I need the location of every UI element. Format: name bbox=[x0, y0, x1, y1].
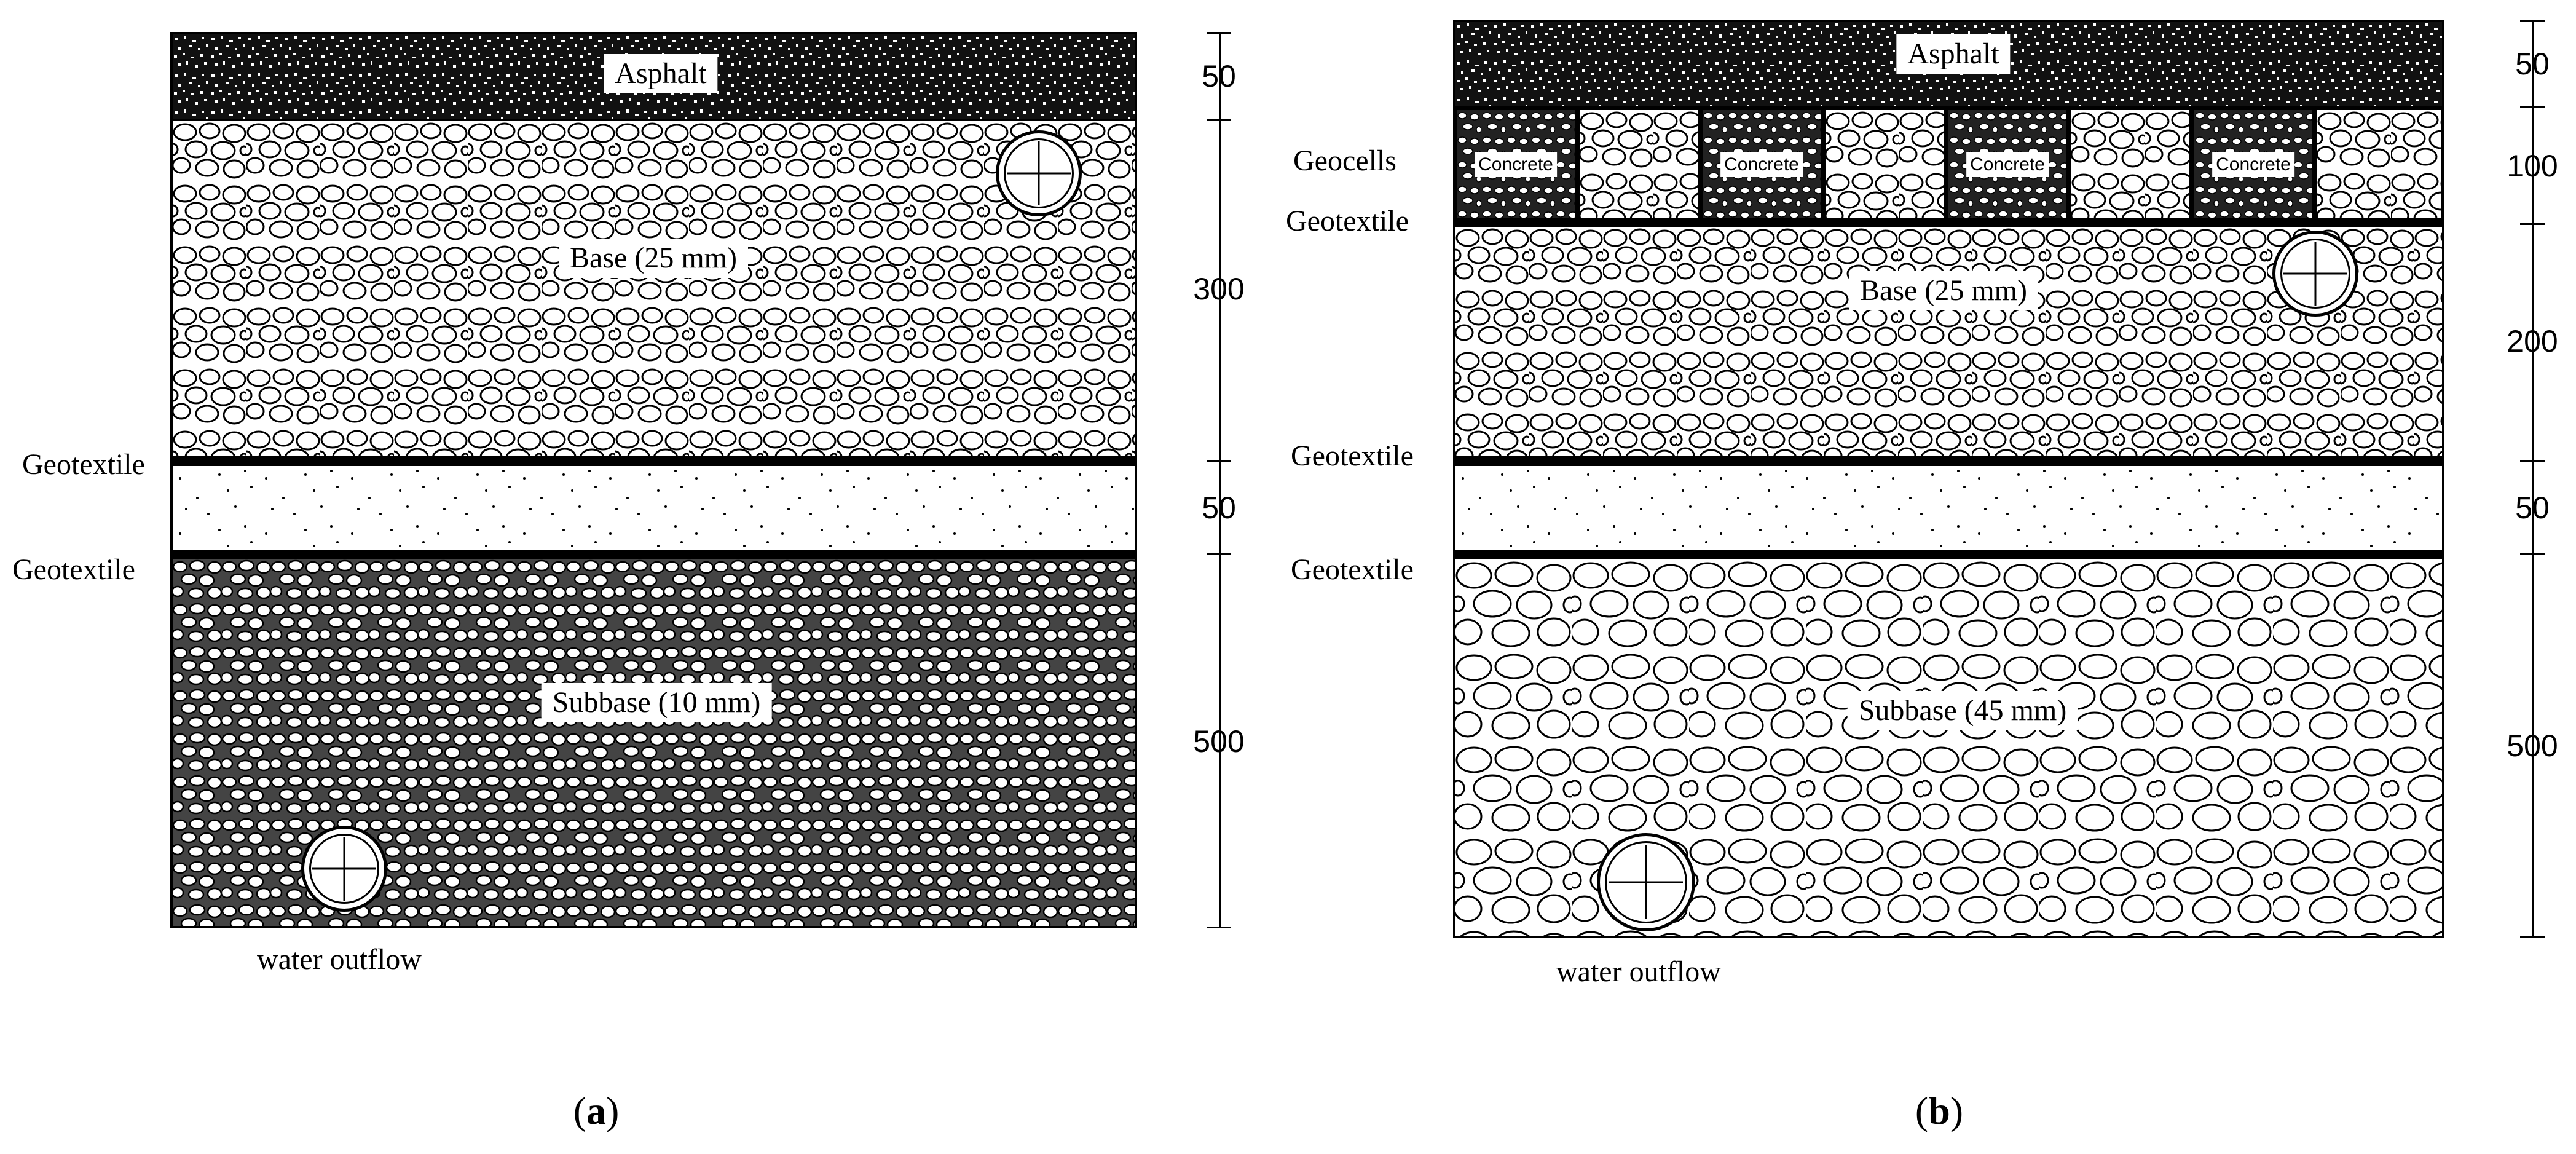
dimension-tick bbox=[2520, 223, 2545, 225]
base-label: Base (25 mm) bbox=[559, 239, 748, 278]
water-outflow-label: water outflow bbox=[1556, 955, 1721, 988]
concrete-label: Concrete bbox=[1720, 152, 1803, 177]
asphalt-label: Asphalt bbox=[1896, 34, 2011, 74]
geotextile-upper-label: Geotextile bbox=[1291, 440, 1414, 472]
base-label: Base (25 mm) bbox=[1849, 271, 2038, 310]
dimension-tick bbox=[1207, 32, 1231, 34]
dimension-base: 300 bbox=[1193, 272, 1245, 306]
aggregate-cell bbox=[2068, 106, 2193, 223]
caption-a: (a) bbox=[573, 1089, 620, 1132]
dimension-base: 200 bbox=[2507, 324, 2558, 358]
drain-pipe-upper bbox=[2272, 231, 2358, 317]
asphalt-label: Asphalt bbox=[604, 54, 718, 93]
concrete-label: Concrete bbox=[1475, 152, 1557, 177]
dimension-tick bbox=[2520, 936, 2545, 938]
dimension-sand: 50 bbox=[1202, 491, 1236, 525]
sand-texture bbox=[1455, 466, 2442, 551]
concrete-label: Concrete bbox=[2212, 152, 2294, 177]
dimension-subbase: 500 bbox=[1193, 724, 1245, 759]
caption-b: (b) bbox=[1915, 1089, 1964, 1132]
drain-pipe-upper bbox=[996, 130, 1082, 216]
drain-pipe-lower bbox=[1597, 833, 1695, 931]
dimension-line bbox=[2532, 20, 2534, 938]
dimension-line bbox=[1219, 32, 1221, 928]
geotextile-top-label: Geotextile bbox=[1286, 205, 1409, 237]
sand-texture bbox=[173, 466, 1135, 551]
concrete-cell: Concrete bbox=[1945, 106, 2070, 223]
panel-a: Asphalt Base (25 mm) Subbase (10 mm) Geo… bbox=[12, 32, 1245, 1132]
concrete-cell: Concrete bbox=[2191, 106, 2316, 223]
subbase-label: Subbase (45 mm) bbox=[1847, 691, 2078, 730]
aggregate-texture bbox=[2071, 110, 2189, 219]
geotextile-lower-label: Geotextile bbox=[12, 553, 135, 586]
sand-layer bbox=[1453, 464, 2444, 553]
geocells-label: Geocells bbox=[1293, 144, 1396, 177]
aggregate-texture bbox=[1580, 110, 1698, 219]
dimension-tick bbox=[1207, 460, 1231, 462]
dimension-tick bbox=[2520, 553, 2545, 555]
dimension-tick bbox=[2520, 106, 2545, 108]
concrete-cell: Concrete bbox=[1699, 106, 1824, 223]
dimension-sand: 50 bbox=[2515, 491, 2550, 525]
subbase-label: Subbase (10 mm) bbox=[541, 683, 772, 722]
aggregate-cell bbox=[1822, 106, 1947, 223]
dimension-geocell: 100 bbox=[2507, 149, 2558, 183]
drain-pipe-lower bbox=[301, 826, 387, 912]
aggregate-cell bbox=[2314, 106, 2444, 223]
dimension-subbase: 500 bbox=[2507, 729, 2558, 763]
dimension-asphalt: 50 bbox=[1202, 59, 1236, 93]
concrete-cell: Concrete bbox=[1453, 106, 1578, 223]
geotextile-lower-label: Geotextile bbox=[1291, 553, 1414, 586]
dimension-tick bbox=[1207, 927, 1231, 928]
aggregate-cell bbox=[1576, 106, 1701, 223]
dimension-tick bbox=[2520, 20, 2545, 22]
dimension-tick bbox=[1207, 553, 1231, 555]
water-outflow-label: water outflow bbox=[257, 943, 422, 976]
geotextile-upper-label: Geotextile bbox=[22, 448, 145, 481]
aggregate-texture bbox=[1826, 110, 1944, 219]
concrete-label: Concrete bbox=[1966, 152, 2049, 177]
dimension-asphalt: 50 bbox=[2515, 47, 2550, 81]
dimension-tick bbox=[2520, 460, 2545, 462]
dimension-tick bbox=[1207, 119, 1231, 121]
base-aggregate-texture bbox=[173, 121, 1135, 457]
aggregate-texture bbox=[2317, 110, 2441, 219]
